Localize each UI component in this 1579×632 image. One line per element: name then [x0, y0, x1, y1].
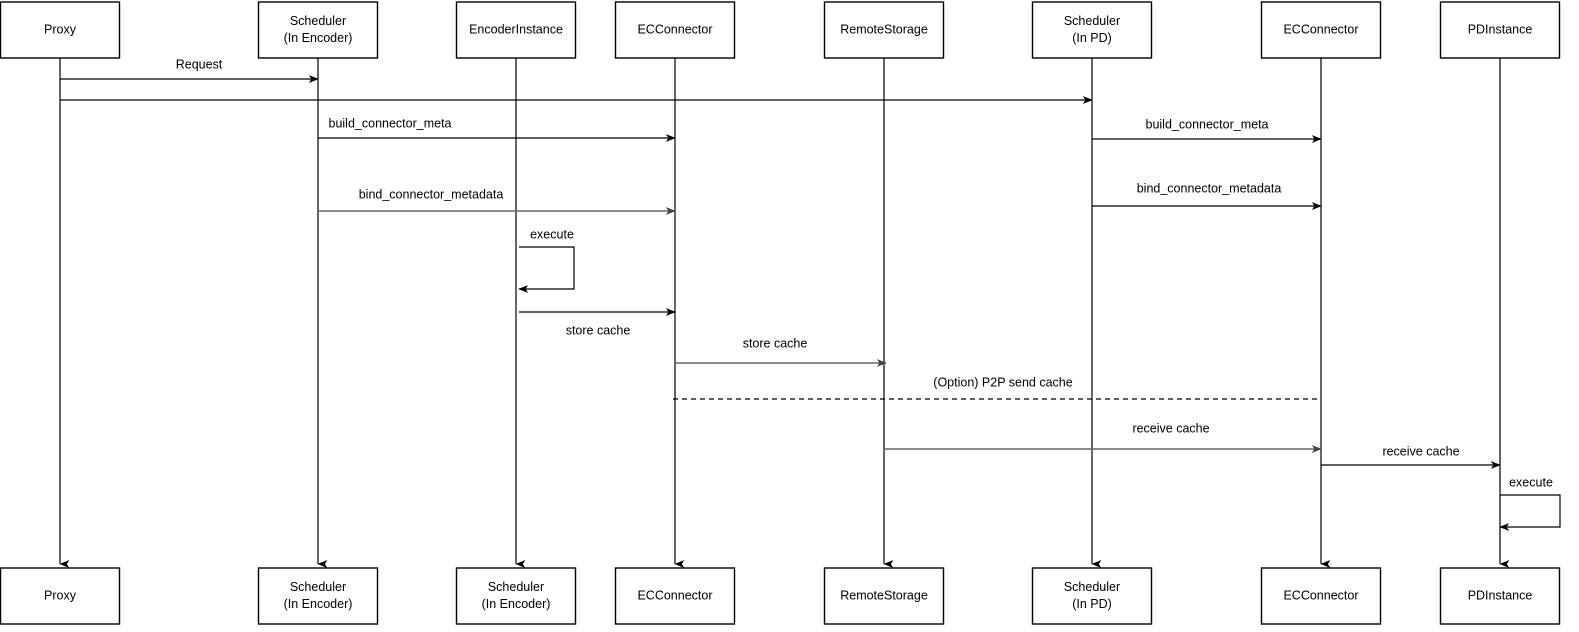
message-label-bind-connector-metadata-encoder: bind_connector_metadata — [359, 187, 504, 201]
self-message-loop-execute-encoder-instance[interactable] — [518, 246, 575, 293]
participant-bottom-box-proxy[interactable] — [0, 567, 121, 625]
message-label-bind-connector-metadata-pd: bind_connector_metadata — [1137, 181, 1282, 195]
participant-bottom-box-scheduler-in-pd[interactable] — [1031, 567, 1153, 625]
participant-top-box-ec-connector-pd[interactable] — [1260, 1, 1382, 59]
self-messages-group: execute execute — [518, 227, 1561, 531]
participant-bottom-label-pd-instance: PDInstance — [1468, 588, 1533, 602]
participant-top-box-encoder-instance[interactable] — [455, 1, 577, 59]
participant-bottom-box-ec-connector-encoder[interactable] — [614, 567, 736, 625]
self-message-label-execute-pd-instance: execute — [1509, 475, 1553, 489]
participant-bottom-label-encoder-instance: (In Encoder) — [482, 597, 551, 611]
participant-bottom-label-scheduler-in-encoder: Scheduler — [290, 580, 346, 594]
participant-bottom-box-pd-instance[interactable] — [1439, 567, 1561, 625]
message-label-store-cache-ecconnector-to-remotestorage: store cache — [743, 336, 808, 350]
message-label-build-connector-meta-encoder: build_connector_meta — [329, 116, 452, 130]
participant-bottom-label-remote-storage: RemoteStorage — [840, 588, 928, 602]
message-label-receive-cache-remotestorage-to-ecconnector: receive cache — [1132, 421, 1209, 435]
participant-bottom-box-remote-storage[interactable] — [823, 567, 945, 625]
participant-bottom-box-scheduler-in-encoder[interactable] — [257, 567, 379, 625]
message-label-receive-cache-ecconnector-to-pdinstance: receive cache — [1382, 444, 1459, 458]
participant-top-box-ec-connector-encoder[interactable] — [614, 1, 736, 59]
top-participant-boxes: Proxy Scheduler (In Encoder) EncoderInstanc… — [0, 1, 1561, 59]
message-label-request: Request — [176, 57, 223, 71]
participant-top-label-scheduler-in-pd: Scheduler — [1064, 14, 1120, 28]
participant-top-label-encoder-instance: EncoderInstance — [469, 22, 563, 36]
lifelines-group — [59, 58, 1510, 568]
participant-bottom-box-ec-connector-pd[interactable] — [1260, 567, 1382, 625]
participant-top-label-scheduler-in-encoder: Scheduler — [290, 14, 346, 28]
participant-top-label-scheduler-in-pd: (In PD) — [1072, 31, 1112, 45]
participant-top-label-remote-storage: RemoteStorage — [840, 22, 928, 36]
participant-bottom-label-ec-connector-encoder: ECConnector — [637, 588, 712, 602]
self-message-loop-execute-pd-instance[interactable] — [1499, 494, 1561, 531]
message-label-p2p-send-cache: (Option) P2P send cache — [933, 375, 1072, 389]
participant-bottom-label-scheduler-in-pd: (In PD) — [1072, 597, 1112, 611]
participant-top-label-ec-connector-pd: ECConnector — [1283, 22, 1358, 36]
bottom-participant-boxes: Proxy Scheduler (In Encoder) Scheduler (In E… — [0, 567, 1561, 625]
message-label-build-connector-meta-pd: build_connector_meta — [1146, 117, 1269, 131]
participant-bottom-label-proxy: Proxy — [44, 588, 77, 602]
message-label-store-cache-encoder-to-ecconnector: store cache — [566, 323, 631, 337]
participant-top-label-scheduler-in-encoder: (In Encoder) — [284, 31, 353, 45]
participant-bottom-label-ec-connector-pd: ECConnector — [1283, 588, 1358, 602]
participant-top-box-remote-storage[interactable] — [823, 1, 945, 59]
participant-top-box-pd-instance[interactable] — [1439, 1, 1561, 59]
participant-bottom-label-scheduler-in-encoder: (In Encoder) — [284, 597, 353, 611]
participant-top-label-pd-instance: PDInstance — [1468, 22, 1533, 36]
participant-top-box-proxy[interactable] — [0, 1, 121, 59]
participant-top-box-scheduler-in-encoder[interactable] — [257, 1, 379, 59]
self-message-label-execute-encoder-instance: execute — [530, 227, 574, 241]
participant-top-label-ec-connector-encoder: ECConnector — [637, 22, 712, 36]
participant-top-box-scheduler-in-pd[interactable] — [1031, 1, 1153, 59]
messages-group: Request build_connector_meta build_connect… — [60, 57, 1501, 469]
participant-bottom-label-encoder-instance: Scheduler — [488, 580, 544, 594]
participant-bottom-box-encoder-instance[interactable] — [455, 567, 577, 625]
participant-top-label-proxy: Proxy — [44, 22, 77, 36]
participant-bottom-label-scheduler-in-pd: Scheduler — [1064, 580, 1120, 594]
